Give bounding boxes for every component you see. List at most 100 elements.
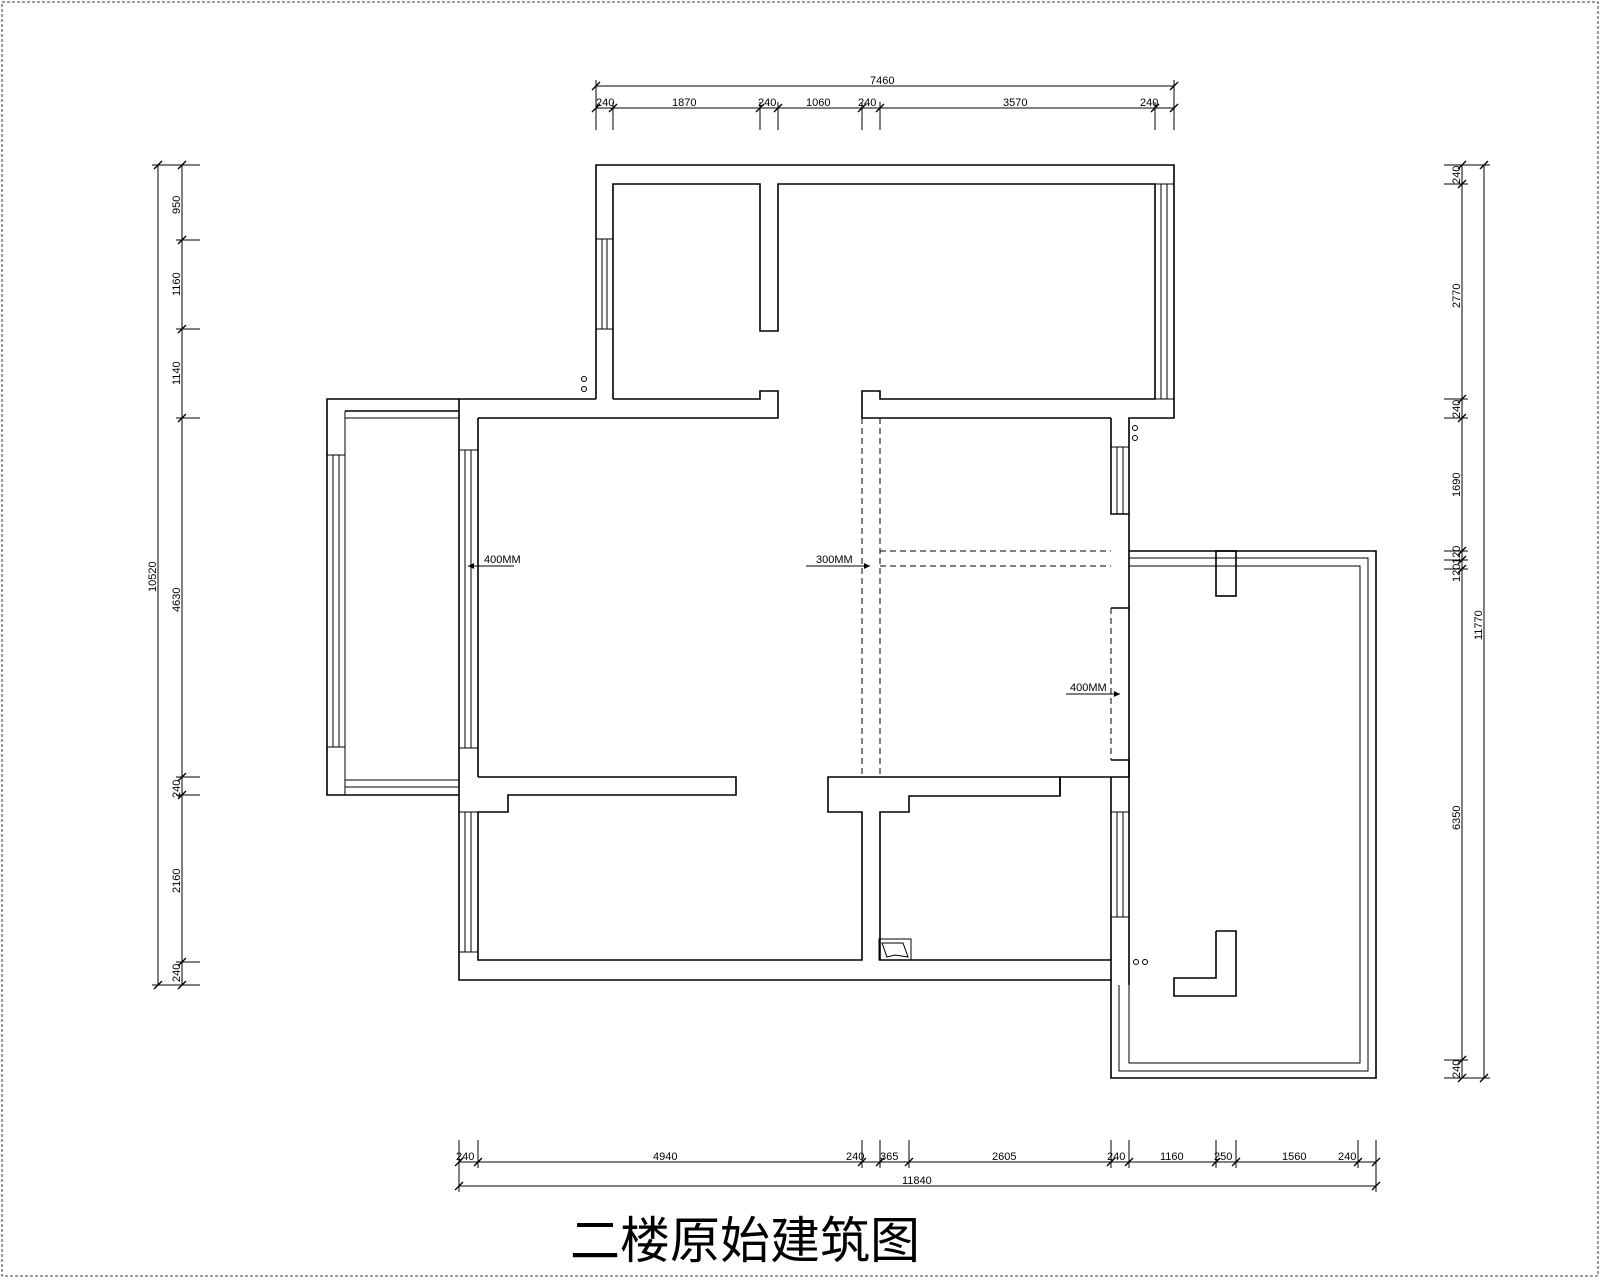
drain-icon <box>581 376 587 382</box>
dim-bottom-seg: 240 <box>1107 1151 1125 1163</box>
dim-bottom-seg: 250 <box>1214 1151 1232 1163</box>
partition-walls <box>477 776 1060 961</box>
dim-left-total: 10520 <box>147 561 159 592</box>
window-south-room <box>458 811 479 953</box>
drain-icon <box>581 386 587 392</box>
windows <box>326 183 1175 953</box>
window-west-bedroom <box>595 238 614 330</box>
dimension-tick <box>1231 1157 1241 1167</box>
dimension-tick <box>1211 1157 1221 1167</box>
dimension-tick <box>454 1157 464 1167</box>
dimension-tick <box>1457 179 1467 189</box>
dim-bottom-seg: 240 <box>456 1151 474 1163</box>
drain-icon <box>1132 425 1138 431</box>
dimension-tick <box>1457 413 1467 423</box>
dimension-tick <box>608 103 618 113</box>
dimension-tick <box>1457 394 1467 404</box>
dim-right-seg: 1690 <box>1451 473 1463 497</box>
window-east-bedroom <box>1154 183 1175 400</box>
dimension-tick <box>1371 1181 1381 1191</box>
dimension-tick <box>1106 1157 1116 1167</box>
dimension-tick <box>875 103 885 113</box>
dim-left-seg: 4630 <box>171 588 183 612</box>
terrace-rail <box>1118 557 1369 1072</box>
dimension-tick <box>177 324 187 334</box>
outer-wall-north <box>595 164 1175 985</box>
dim-right-seg: 240 <box>1451 166 1463 184</box>
dim-right-seg: 240 <box>1451 400 1463 418</box>
dim-right-seg: 120 <box>1451 564 1463 582</box>
dimension-tick <box>473 1157 483 1167</box>
dim-top-seg: 1060 <box>806 97 830 109</box>
dimension-tick <box>177 957 187 967</box>
dim-right-seg: 120 <box>1451 546 1463 564</box>
dimension-tick <box>1150 103 1160 113</box>
dim-top-total: 7460 <box>870 75 894 87</box>
beam-label-right: 400MM <box>1070 682 1107 694</box>
terrace-rail <box>1128 565 1361 1064</box>
dimension-tick <box>177 980 187 990</box>
dim-bottom-seg: 240 <box>846 1151 864 1163</box>
dim-bottom-seg: 2605 <box>992 1151 1016 1163</box>
dim-right-seg: 6350 <box>1451 806 1463 830</box>
balcony-west-outer <box>326 398 459 796</box>
dimension-lines <box>152 80 1490 1192</box>
dimension-tick <box>1457 564 1467 574</box>
dimension-tick <box>454 1181 464 1191</box>
beam-annotations: 400MM 300MM 400MM <box>468 554 1120 697</box>
dimension-tick <box>1371 1157 1381 1167</box>
dimension-tick <box>1169 103 1179 113</box>
drain-icon <box>1142 959 1148 965</box>
window-east-upper <box>1110 446 1130 515</box>
dimension-tick <box>177 160 187 170</box>
inner-wall-north-left <box>478 390 779 419</box>
dimension-tick <box>1124 1157 1134 1167</box>
dim-right-seg: 240 <box>1451 1060 1463 1078</box>
dim-left-seg: 950 <box>171 196 183 214</box>
beam-label-left: 400MM <box>484 554 521 566</box>
dimension-tick <box>591 81 601 91</box>
window-east-lower <box>1110 811 1130 918</box>
dimension-tick <box>773 103 783 113</box>
outer-wall-south <box>458 399 1129 981</box>
flue-fixture-icon <box>878 938 912 961</box>
dimension-tick <box>1457 555 1467 565</box>
dim-left-seg: 1140 <box>171 361 183 385</box>
dim-bottom-seg: 365 <box>880 1151 898 1163</box>
dimension-tick <box>177 772 187 782</box>
dimension-tick <box>1479 160 1489 170</box>
dim-top-seg: 240 <box>858 97 876 109</box>
dimension-tick <box>1457 160 1467 170</box>
dim-top-seg: 3570 <box>1003 97 1027 109</box>
dim-bottom-seg: 4940 <box>653 1151 677 1163</box>
dim-bottom-seg: 240 <box>1338 1151 1356 1163</box>
dimension-tick <box>1479 1073 1489 1083</box>
dimension-tick <box>1457 1055 1467 1065</box>
dimension-tick <box>177 790 187 800</box>
dim-top-seg: 240 <box>596 97 614 109</box>
window-living-west <box>458 449 479 749</box>
dimension-tick <box>1457 546 1467 556</box>
dimension-tick <box>875 1157 885 1167</box>
drawing-title: 二楼原始建筑图 <box>570 1212 920 1270</box>
dim-bottom-total: 11840 <box>902 1175 932 1187</box>
dim-left-seg: 240 <box>171 964 183 982</box>
dim-right-seg: 2770 <box>1451 284 1463 308</box>
dimension-labels: 7460 240 1870 240 1060 240 3570 240 240 … <box>147 75 1485 1187</box>
dimension-tick <box>755 103 765 113</box>
drain-icon <box>1132 435 1138 441</box>
dimension-tick <box>153 160 163 170</box>
terrace-outer <box>1110 550 1377 1079</box>
dim-left-seg: 1160 <box>171 272 183 296</box>
dim-left-seg: 240 <box>171 780 183 798</box>
drain-pipes <box>581 376 1148 965</box>
east-wall <box>1110 418 1129 515</box>
drain-icon <box>1133 959 1139 965</box>
terrace-column <box>1215 550 1237 597</box>
dimension-tick <box>904 1157 914 1167</box>
dimension-tick <box>591 103 601 113</box>
dimension-tick <box>1457 1073 1467 1083</box>
